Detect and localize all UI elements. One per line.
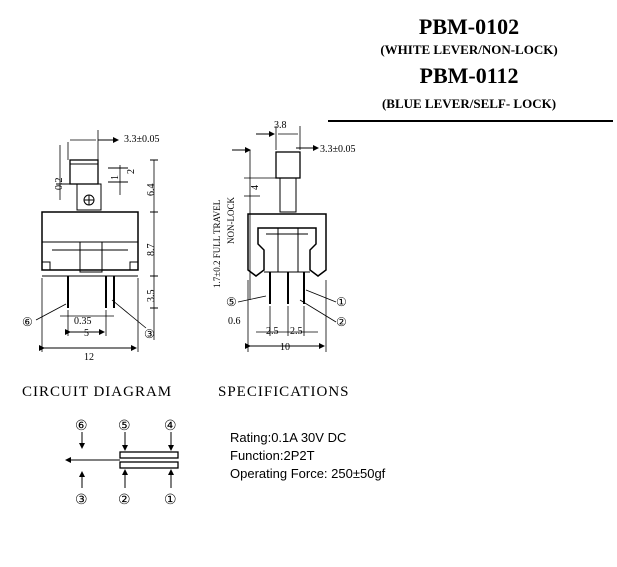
side-non-lock-label: NON-LOCK	[226, 197, 236, 244]
side-dim-2-5-a: 2.5	[266, 326, 279, 337]
side-pin-left-label: ⑤	[226, 295, 237, 309]
model-title-2: PBM-0112	[419, 63, 519, 88]
circuit-pin-top-2: ⑤	[118, 419, 131, 434]
side-stem	[279, 177, 297, 213]
front-dim-8-7: 8.7	[146, 244, 157, 257]
side-view	[232, 126, 337, 352]
circuit-pin-bottom-2: ②	[118, 493, 131, 508]
circuit-diagram-heading: CIRCUIT DIAGRAM	[22, 384, 173, 400]
side-pin-right-bottom-label: ②	[336, 315, 347, 329]
spec-function: Function:2P2T	[230, 448, 315, 463]
front-view	[35, 130, 158, 352]
front-dim-5: 5	[84, 328, 89, 339]
front-dim-6-4: 6.4	[146, 184, 157, 197]
side-pin-right-top-label: ①	[336, 295, 347, 309]
front-dim-top-width: 3.3±0.05	[124, 134, 160, 145]
side-button-cap	[275, 151, 301, 179]
circuit-pin-top-3: ④	[164, 419, 177, 434]
front-pin-right-label: ③	[144, 327, 155, 341]
side-dim-3-8: 3.8	[274, 120, 287, 131]
spec-rating: Rating:0.1A 30V DC	[230, 430, 347, 445]
circuit-pin-bottom-1: ③	[75, 493, 88, 508]
front-dim-3-5: 3.5	[146, 290, 157, 303]
side-dim-2-5-b: 2.5	[290, 326, 303, 337]
front-housing	[41, 211, 139, 271]
side-housing	[247, 213, 327, 277]
model-desc-1: (WHITE LEVER/NON-LOCK)	[380, 42, 558, 57]
front-dim-2: 2	[126, 169, 137, 174]
circuit-pin-bottom-3: ①	[164, 493, 177, 508]
front-dim-0-35: 0.35	[74, 316, 92, 327]
front-pin-left-label: ⑥	[22, 315, 33, 329]
side-travel-label: 1.7±0.2 FULL TRAVEL	[212, 200, 222, 288]
spec-operating-force: Operating Force: 250±50gf	[230, 466, 386, 481]
circuit-diagram	[65, 432, 179, 488]
front-stem	[76, 183, 102, 211]
side-dim-top-width: 3.3±0.05	[320, 144, 356, 155]
front-dim-12: 12	[84, 352, 94, 363]
side-dim-10: 10	[280, 342, 290, 353]
side-dim-4: 4	[250, 185, 261, 190]
specifications-heading: SPECIFICATIONS	[218, 384, 350, 400]
circuit-contact-bar-top	[119, 451, 179, 459]
circuit-contact-bar-bottom	[119, 461, 179, 469]
front-dim-0-2: 0.2	[54, 178, 65, 191]
side-dim-0-6: 0.6	[228, 316, 241, 327]
header-rule	[328, 120, 613, 122]
model-desc-2: (BLUE LEVER/SELF- LOCK)	[381, 96, 557, 111]
front-dim-1: 1	[110, 175, 121, 180]
circuit-pin-top-1: ⑥	[75, 419, 88, 434]
model-title-1: PBM-0102	[418, 14, 520, 39]
